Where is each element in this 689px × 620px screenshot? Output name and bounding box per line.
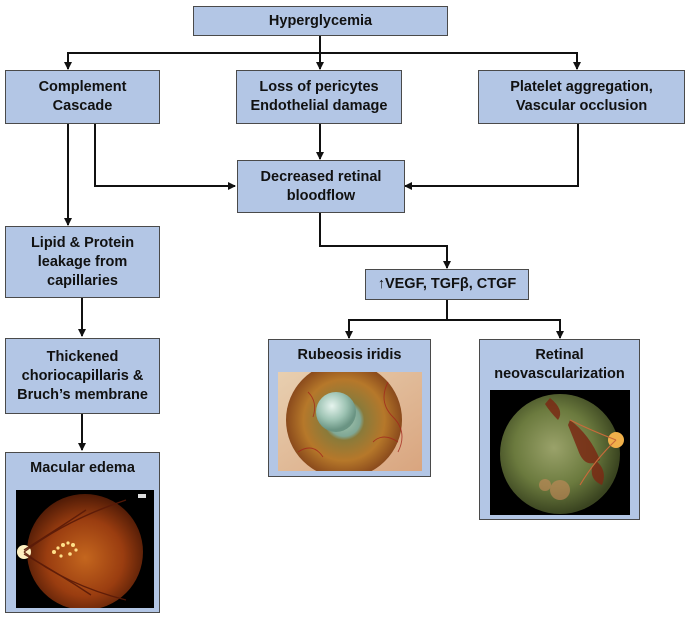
node-complement-cascade: Complement Cascade (5, 70, 160, 124)
rubeosis-eye-photo (278, 372, 422, 471)
node-rubeosis-label: Rubeosis iridis (297, 347, 402, 363)
node-thickened-choriocapillaris: Thickened choriocapillaris & Bruch’s mem… (5, 338, 160, 414)
node-hyperglycemia: Hyperglycemia (193, 6, 448, 36)
arrow-bloodflow-to-vegf (319, 213, 451, 269)
node-vegf-label: ↑VEGF, TGFβ, CTGF (377, 276, 517, 292)
neovascularization-fundus-photo (490, 390, 630, 515)
arrow-platelet-to-bloodflow (404, 124, 579, 190)
node-decreased-bloodflow: Decreased retinal bloodflow (237, 160, 405, 213)
node-rubeosis-iridis: Rubeosis iridis (268, 339, 431, 477)
node-bloodflow-label: Decreased retinal bloodflow (260, 168, 382, 204)
node-complement-label: Complement Cascade (38, 79, 127, 114)
node-loss-of-pericytes: Loss of pericytes Endothelial damage (236, 70, 402, 124)
macular-edema-fundus-photo (16, 490, 154, 608)
node-pericytes-label: Loss of pericytes Endothelial damage (250, 79, 388, 114)
node-neovasc-label: Retinal neovascularization (494, 347, 625, 382)
node-retinal-neovascularization: Retinal neovascularization (479, 339, 640, 520)
node-growth-factors: ↑VEGF, TGFβ, CTGF (365, 269, 529, 300)
arrow-to-platelet (320, 52, 581, 70)
node-platelet-aggregation: Platelet aggregation, Vascular occlusion (478, 70, 685, 124)
node-lipid-protein-leakage: Lipid & Protein leakage from capillaries (5, 226, 160, 298)
arrow-to-rubeosis (345, 319, 447, 339)
node-macular-edema: Macular edema (5, 452, 160, 613)
node-macular-label: Macular edema (30, 460, 135, 476)
arrow-to-complement (64, 52, 320, 70)
node-thickened-label: Thickened choriocapillaris & Bruch’s mem… (17, 348, 148, 403)
node-platelet-label: Platelet aggregation, Vascular occlusion (510, 79, 653, 114)
node-lipid-label: Lipid & Protein leakage from capillaries (30, 234, 135, 289)
arrow-complement-to-bloodflow (94, 124, 236, 190)
node-hyperglycemia-label: Hyperglycemia (268, 12, 373, 29)
arrow-to-neovasc (447, 319, 564, 339)
